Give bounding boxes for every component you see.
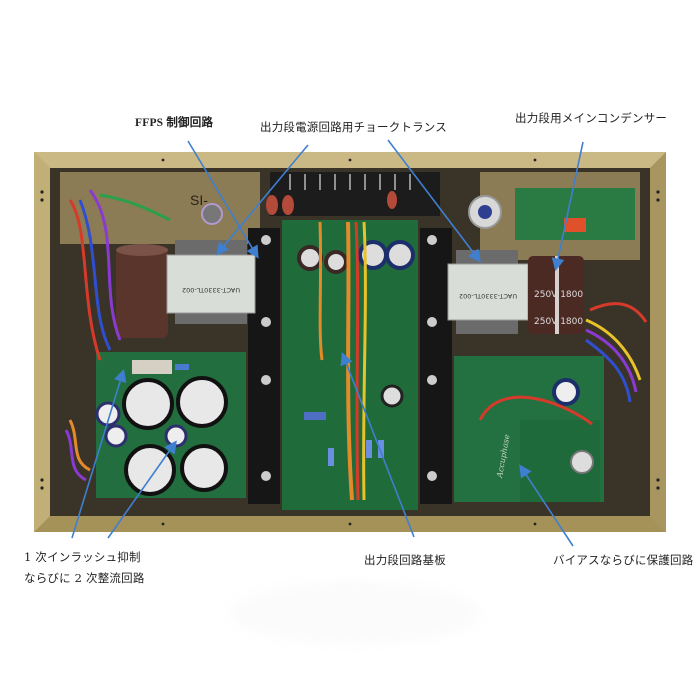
choke-transformer-right: UACT-3330TL-002 — [447, 250, 529, 334]
floor-shadow — [230, 582, 480, 644]
choke-left-marking: UACT-3330TL-002 — [182, 286, 240, 294]
label-inrush-rectifier: 1 次インラッシュ抑制 ならびに 2 次整流回路 — [24, 547, 145, 589]
choke-transformer-left: UACT-3330TL-002 — [166, 240, 256, 324]
bias-protection-pcb: Accuphase — [454, 356, 604, 502]
label-choke-transformer: 出力段電源回路用チョークトランス — [260, 120, 447, 134]
label-ffps-control-circuit: FFPS 制御回路 — [135, 117, 214, 129]
rectifier-pcb — [95, 352, 246, 498]
label-main-capacitor: 出力段用メインコンデンサー — [515, 111, 668, 125]
choke-right-marking: UACT-3330TL-002 — [459, 292, 517, 300]
cap-marking-top: 250V 1800 — [534, 290, 583, 300]
wiring-harness-right — [585, 302, 648, 403]
terminal-strip — [270, 172, 440, 216]
output-stage-pcb — [282, 220, 418, 510]
heatsink-right — [420, 228, 452, 504]
label-bias-protection: バイアスならびに保護回路 — [553, 553, 694, 567]
main-capacitor: 250V 1800 250V 1800 — [528, 256, 584, 334]
label-inrush-line1: 1 次インラッシュ抑制 — [24, 550, 141, 564]
label-inrush-line2: ならびに 2 次整流回路 — [24, 571, 145, 585]
label-output-stage-pcb: 出力段回路基板 — [364, 553, 446, 567]
cap-marking-bottom: 250V 1800 — [534, 317, 583, 327]
primary-capacitor — [116, 248, 168, 338]
bias-top-pcb — [515, 188, 635, 240]
